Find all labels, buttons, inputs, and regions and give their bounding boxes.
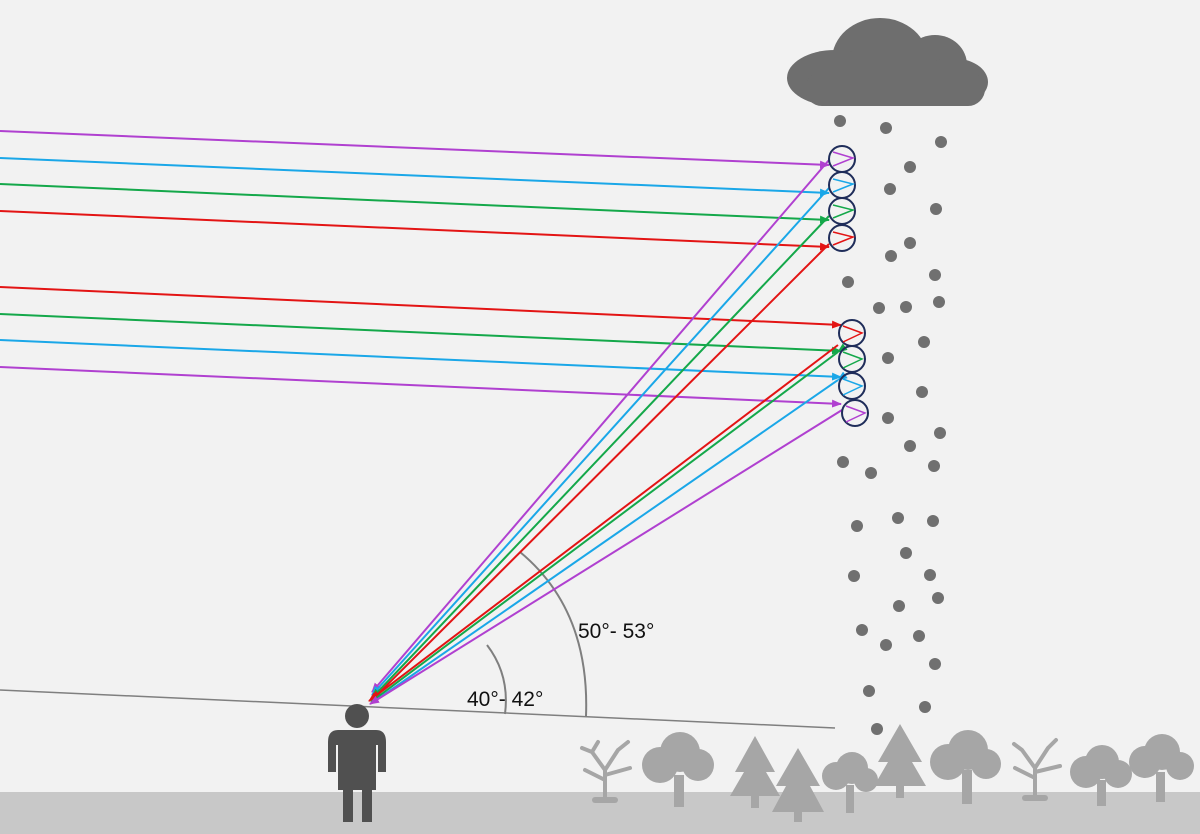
primary-incoming-rays — [0, 286, 842, 408]
raindrop — [834, 115, 846, 127]
outgoing-ray-violet-secondary — [371, 159, 830, 693]
secondary-internal-paths — [832, 151, 856, 246]
pine-tree-icon — [772, 748, 824, 822]
raindrop — [893, 600, 905, 612]
outgoing-ray-blue-secondary — [371, 187, 830, 696]
raindrop — [837, 456, 849, 468]
pine-tree-icon — [730, 736, 780, 808]
primary-internal-paths — [842, 325, 867, 423]
secondary-incoming-rays — [0, 130, 830, 251]
raindrop — [880, 122, 892, 134]
raindrop — [865, 467, 877, 479]
raindrops — [834, 115, 947, 735]
outgoing-ray-violet-primary — [369, 409, 843, 705]
raindrop — [904, 161, 916, 173]
incoming-ray-blue-secondary — [0, 157, 830, 197]
raindrop — [929, 269, 941, 281]
raindrop — [916, 386, 928, 398]
raindrop — [929, 658, 941, 670]
raindrop — [904, 237, 916, 249]
deciduous-tree-icon — [1129, 734, 1194, 802]
secondary-droplets — [828, 145, 856, 252]
raindrop — [935, 136, 947, 148]
raindrop — [848, 570, 860, 582]
incoming-ray-red-secondary — [0, 210, 830, 251]
secondary-angle-arc — [519, 551, 588, 717]
raindrop — [928, 460, 940, 472]
droplet-primary-3 — [838, 372, 866, 400]
raindrop — [882, 412, 894, 424]
raindrop — [918, 336, 930, 348]
pine-tree-icon — [874, 724, 926, 798]
horizon-line — [0, 689, 836, 729]
secondary-angle-label: 50°- 53° — [578, 620, 654, 643]
raindrop — [885, 250, 897, 262]
raindrop — [900, 547, 912, 559]
raindrop — [871, 723, 883, 735]
raindrop — [856, 624, 868, 636]
raindrop — [842, 276, 854, 288]
raindrop — [892, 512, 904, 524]
primary-angle-arc — [486, 644, 507, 715]
raindrop — [882, 352, 894, 364]
raindrop — [934, 427, 946, 439]
raindrop — [919, 701, 931, 713]
deciduous-tree-icon — [642, 732, 714, 807]
secondary-outgoing-rays — [371, 159, 830, 701]
outgoing-ray-red-primary — [368, 344, 839, 702]
raindrop — [924, 569, 936, 581]
incoming-ray-green-secondary — [0, 183, 830, 224]
bare-tree-icon — [580, 740, 632, 803]
raindrop — [913, 630, 925, 642]
raindrop — [851, 520, 863, 532]
primary-outgoing-rays — [368, 343, 848, 705]
raindrop — [873, 302, 885, 314]
deciduous-tree-icon — [930, 730, 1001, 804]
raindrop — [884, 183, 896, 195]
raindrop — [880, 639, 892, 651]
incoming-ray-green-primary — [0, 313, 842, 355]
primary-droplets — [838, 319, 869, 427]
primary-angle-label: 40°- 42° — [467, 688, 543, 711]
raindrop — [863, 685, 875, 697]
incoming-ray-violet-secondary — [0, 130, 830, 169]
bare-tree-icon — [1012, 738, 1062, 801]
incoming-ray-red-primary — [0, 286, 842, 329]
outgoing-ray-red-secondary — [371, 243, 830, 701]
incoming-ray-violet-primary — [0, 366, 842, 408]
outgoing-ray-green-secondary — [371, 215, 830, 699]
raindrop — [933, 296, 945, 308]
raindrop — [930, 203, 942, 215]
trees — [580, 724, 1194, 822]
raindrop — [900, 301, 912, 313]
raindrop — [927, 515, 939, 527]
outgoing-ray-blue-primary — [371, 371, 848, 704]
person-icon — [328, 704, 386, 822]
deciduous-tree-icon — [1070, 745, 1132, 806]
droplet-secondary-4 — [828, 224, 856, 252]
raindrop — [932, 592, 944, 604]
droplet-primary-4 — [841, 399, 869, 427]
outgoing-ray-green-primary — [370, 343, 848, 703]
deciduous-tree-icon — [822, 752, 878, 813]
cloud-icon — [787, 18, 988, 106]
raindrop — [904, 440, 916, 452]
